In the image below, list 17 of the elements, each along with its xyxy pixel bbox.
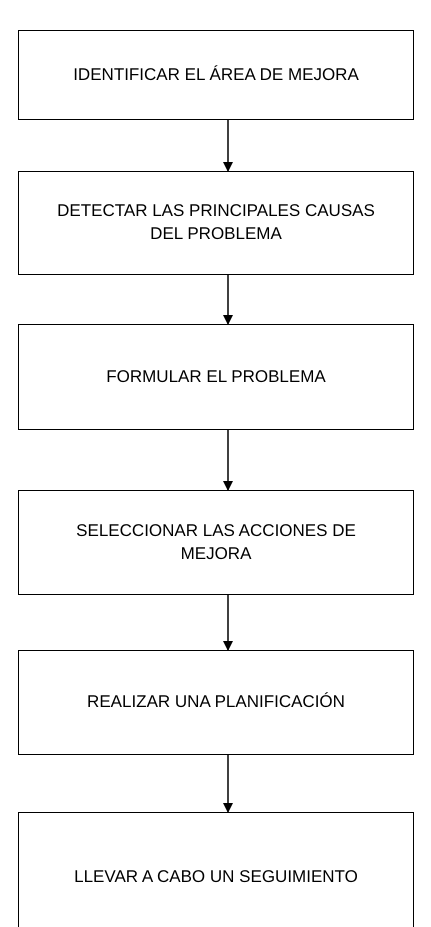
step-label: LLEVAR A CABO UN SEGUIMIENTO xyxy=(74,866,358,888)
arrow xyxy=(223,275,233,325)
process-box xyxy=(18,650,414,755)
step-label: SELECCIONAR LAS ACCIONES DE MEJORA xyxy=(75,520,357,564)
arrow xyxy=(223,120,233,172)
arrow xyxy=(223,595,233,651)
process-box xyxy=(18,812,414,927)
process-box xyxy=(18,490,414,595)
arrow xyxy=(223,430,233,491)
step-label: IDENTIFICAR EL ÁREA DE MEJORA xyxy=(73,64,359,86)
arrow xyxy=(223,755,233,813)
step-label: REALIZAR UNA PLANIFICACIÓN xyxy=(87,691,345,714)
process-box xyxy=(18,324,414,430)
process-box xyxy=(18,171,414,275)
step-label: DETECTAR LAS PRINCIPALES CAUSAS DEL PROBLEMA xyxy=(56,200,376,245)
process-box xyxy=(18,30,414,120)
step-label: FORMULAR EL PROBLEMA xyxy=(106,366,326,388)
